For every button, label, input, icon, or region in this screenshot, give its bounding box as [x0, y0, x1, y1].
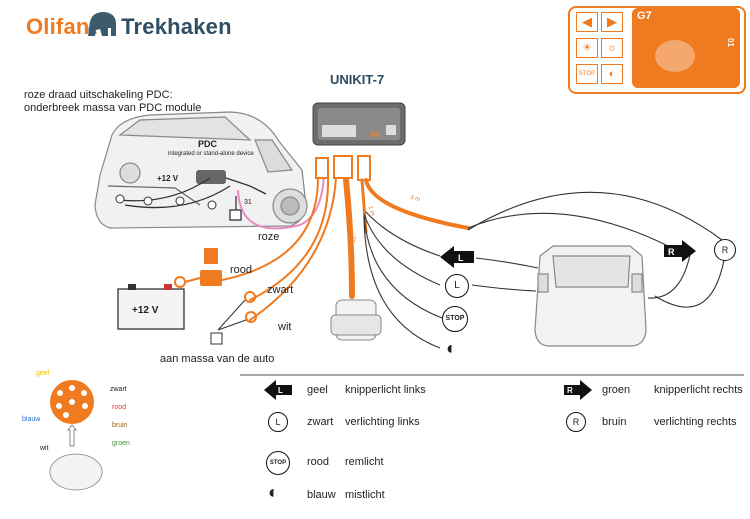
pin-bruin: bruin — [112, 422, 128, 429]
lamp-L-text: L — [454, 280, 460, 291]
legend-icon-fog: ◐ — [268, 482, 279, 502]
legend-color-bruin: bruin — [602, 416, 627, 428]
wire-label-mass: aan massa van de auto — [160, 353, 275, 365]
right-car-drawing — [534, 245, 647, 347]
legend-icon-stop: STOP — [266, 451, 290, 475]
brand-olifant: Olifant — [26, 14, 98, 39]
car-connectors — [115, 194, 217, 210]
stop-text: STOP — [445, 315, 465, 322]
elephant-icon — [88, 12, 116, 36]
brand-trekhaken: Trekhaken — [121, 14, 232, 39]
pdc-note-line1: roze draad uitschakeling PDC: — [24, 89, 173, 101]
pdc-voltage: +12 V — [157, 174, 179, 183]
lamp-R-text: R — [721, 245, 729, 255]
lamp-icon: ☀ — [576, 38, 598, 58]
wire-label-roze: roze — [258, 231, 280, 243]
wire-label-zwart: zwart — [267, 284, 294, 296]
legend-desc-zwart: verlichting links — [345, 416, 420, 428]
pin-rood: rood — [112, 404, 127, 411]
pin-geel: geel — [36, 370, 50, 377]
legend-color-zwart: zwart — [307, 416, 334, 428]
legend-desc-blauw: mistlicht — [345, 489, 385, 501]
legend-color-rood: rood — [307, 456, 330, 468]
pdc-note-line2: onderbreek massa van PDC module — [24, 102, 202, 114]
orange-wires — [221, 177, 470, 321]
arrow-left-L-icon: L — [440, 246, 476, 273]
stop-icon: STOP — [442, 306, 468, 332]
legend-lamp-L-text: L — [275, 417, 281, 427]
pink-wire — [237, 174, 325, 230]
wire-label-rood: rood — [230, 264, 253, 276]
legend-icon-lamp-R: R — [566, 412, 586, 432]
lamp-L-icon: L — [445, 274, 469, 298]
pin-wit: wit — [40, 445, 49, 452]
legend-desc-groen: knipperlicht rechts — [654, 384, 743, 396]
pdc-module — [196, 170, 226, 184]
black-wires — [363, 191, 725, 349]
legend-icon-lamp-L: L — [268, 412, 288, 432]
relay-and-rings — [174, 248, 257, 345]
legend-lamp-R-text: R — [572, 417, 580, 427]
kit-light-icons: ◀ ▶ ☀ ☼ STOP ◐ — [576, 12, 626, 84]
legend-icon-left-arrow: L — [264, 380, 294, 405]
legend-color-blauw: blauw — [307, 489, 336, 501]
module-connectors — [315, 155, 371, 181]
battery — [117, 284, 185, 330]
arrow-right-R-icon: R — [664, 240, 696, 267]
fog-light-icon: ◐ — [446, 338, 457, 358]
legend-R-text: R — [567, 386, 573, 395]
legend-L-text: L — [278, 386, 283, 395]
kit-code: G7 — [637, 10, 652, 22]
lamp-R-icon: R — [714, 239, 736, 261]
arrow-right-icon: ▶ — [601, 12, 623, 32]
legend-stop-text: STOP — [269, 460, 287, 466]
pdc-label: PDC — [198, 139, 218, 149]
wire-label-wit: wit — [278, 321, 292, 333]
icon-R-text: R — [668, 247, 675, 257]
pin-groen: groen — [112, 440, 130, 447]
legend-desc-bruin: verlichting rechts — [654, 416, 737, 428]
length-c: 1,7 — [348, 238, 357, 244]
pdc-note: roze draad uitschakeling PDC: onderbreek… — [24, 89, 201, 115]
pdc-pin: 31 — [244, 199, 252, 206]
stop-small-icon: STOP — [576, 64, 598, 84]
trailer-socket — [330, 299, 382, 341]
legend-desc-geel: knipperlicht links — [345, 384, 426, 396]
icon-L-text: L — [458, 253, 464, 263]
arrow-left-icon: ◀ — [576, 12, 598, 32]
legend-icon-right-arrow: R — [562, 380, 592, 405]
kit-side-code: 01 — [725, 38, 735, 47]
battery-voltage: +12 V — [132, 305, 159, 316]
pin-blauw: blauw — [22, 416, 41, 423]
pin-zwart: zwart — [110, 386, 127, 393]
headlight-icon: ☼ — [601, 38, 623, 58]
fog-small-icon: ◐ — [601, 64, 623, 84]
socket-pin-diagram — [49, 380, 103, 491]
pdc-sublabel: integrated or stand-alone device — [168, 151, 254, 157]
legend-color-groen: groen — [602, 384, 631, 396]
legend-color-geel: geel — [307, 384, 328, 396]
brand-logo: Olifant Trekhaken — [26, 14, 232, 40]
unikit-module — [312, 102, 406, 146]
kit-title: UNIKIT-7 — [330, 72, 385, 87]
kit-info-box — [568, 6, 746, 94]
kit-photo-panel — [632, 8, 740, 88]
legend-desc-rood: remlicht — [345, 456, 384, 468]
